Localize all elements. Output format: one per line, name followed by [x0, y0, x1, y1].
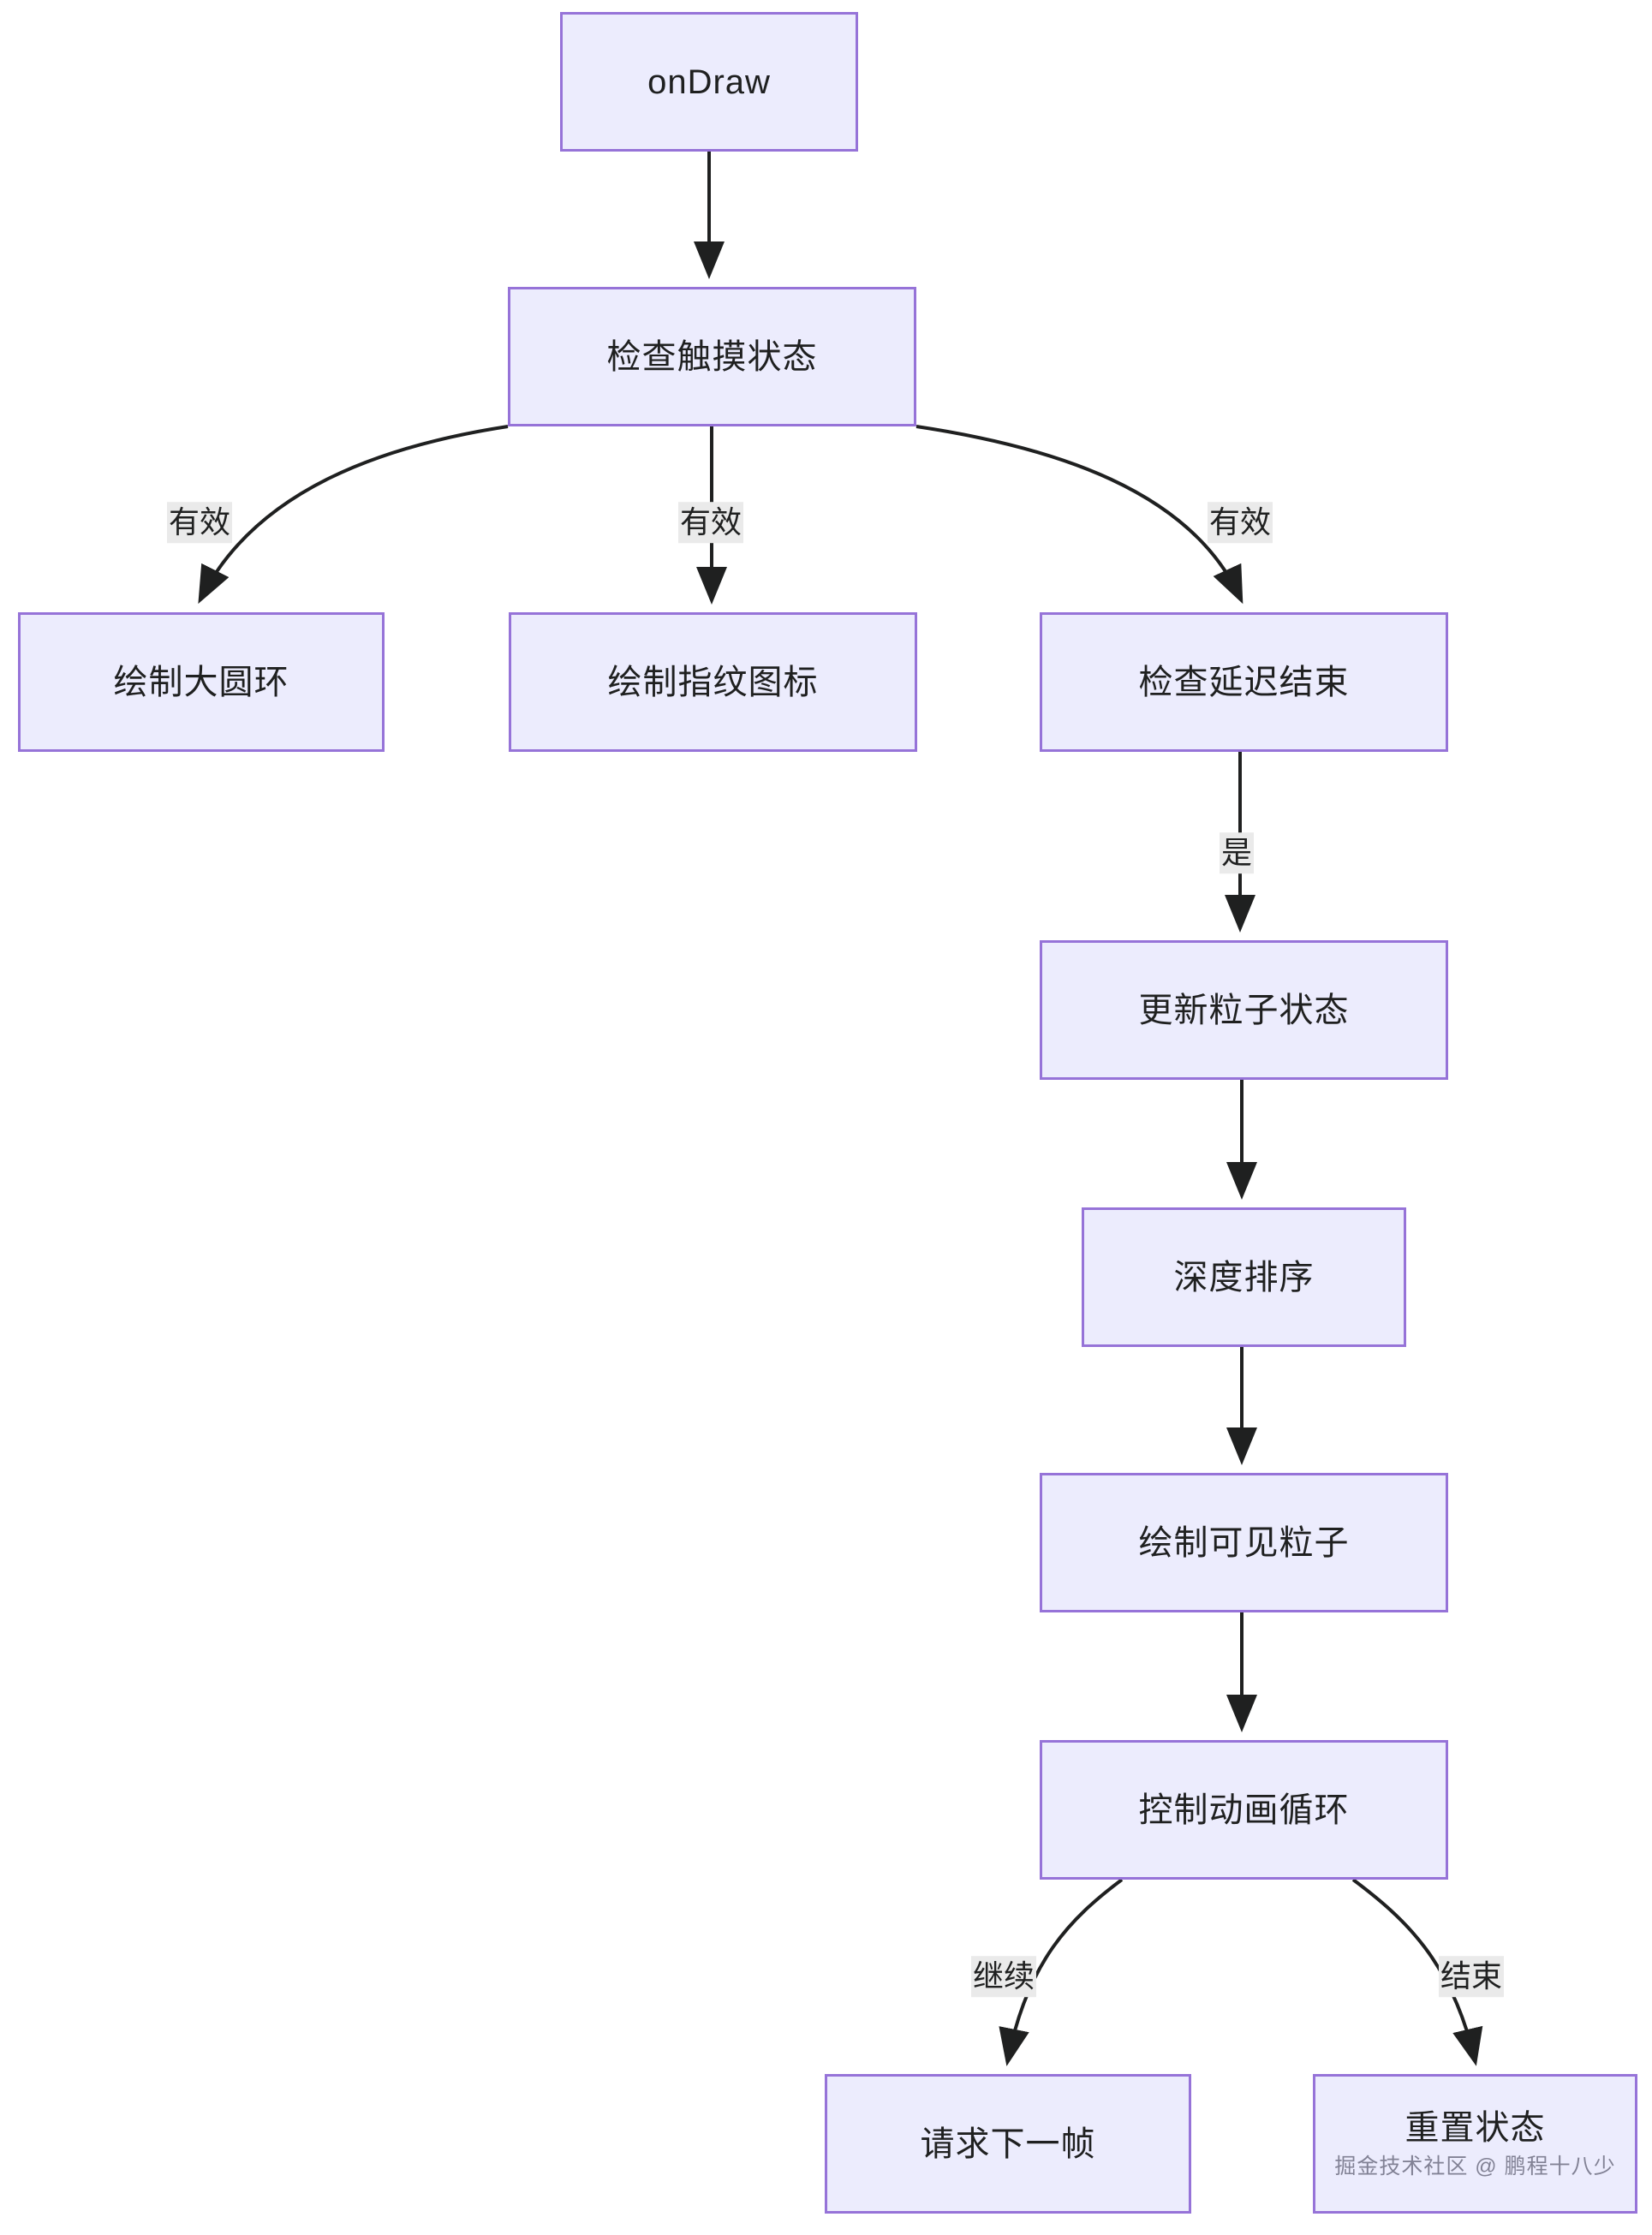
node-update-particle-state[interactable]: 更新粒子状态: [1040, 940, 1448, 1080]
edge-label-yes: 是: [1219, 832, 1255, 873]
node-ondraw[interactable]: onDraw: [560, 12, 858, 152]
edge-label-continue: 继续: [970, 1956, 1037, 1997]
node-draw-visible-particles[interactable]: 绘制可见粒子: [1040, 1473, 1448, 1612]
node-reset-state[interactable]: 重置状态 掘金技术社区 @ 鹏程十八少: [1313, 2074, 1637, 2214]
edge-label-valid-center: 有效: [677, 502, 744, 543]
node-check-touch-state[interactable]: 检查触摸状态: [508, 287, 916, 426]
edge-label-valid-right: 有效: [1207, 502, 1273, 543]
node-reset-state-label: 重置状态: [1404, 2108, 1546, 2147]
edge-check-touch-to-check-delay: [915, 425, 1243, 605]
node-control-animation-loop-label: 控制动画循环: [1138, 1791, 1350, 1829]
node-update-particle-state-label: 更新粒子状态: [1138, 991, 1350, 1029]
node-check-delay-end-label: 检查延迟结束: [1138, 663, 1350, 701]
edge-label-end: 结束: [1438, 1956, 1505, 1997]
node-ondraw-label: onDraw: [647, 63, 771, 101]
node-control-animation-loop[interactable]: 控制动画循环: [1040, 1740, 1448, 1880]
node-draw-large-ring-label: 绘制大圆环: [113, 663, 289, 701]
node-check-delay-end[interactable]: 检查延迟结束: [1040, 612, 1448, 752]
node-depth-sort-label: 深度排序: [1173, 1258, 1315, 1296]
node-draw-visible-particles-label: 绘制可见粒子: [1138, 1523, 1350, 1562]
node-request-next-frame-label: 请求下一帧: [920, 2125, 1096, 2163]
node-depth-sort[interactable]: 深度排序: [1082, 1207, 1406, 1347]
watermark-text: 掘金技术社区 @ 鹏程十八少: [1334, 2154, 1616, 2178]
node-draw-fingerprint-icon-label: 绘制指纹图标: [607, 663, 819, 701]
edge-label-valid-left: 有效: [166, 502, 233, 543]
node-draw-large-ring[interactable]: 绘制大圆环: [18, 612, 385, 752]
edge-check-touch-to-draw-ring: [198, 425, 509, 605]
node-draw-fingerprint-icon[interactable]: 绘制指纹图标: [509, 612, 917, 752]
node-request-next-frame[interactable]: 请求下一帧: [825, 2074, 1191, 2214]
node-check-touch-state-label: 检查触摸状态: [606, 337, 818, 376]
